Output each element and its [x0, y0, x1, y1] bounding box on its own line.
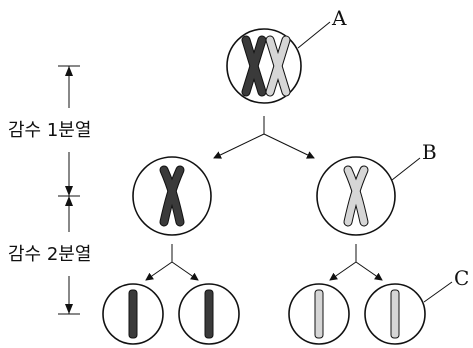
cell-left — [132, 156, 212, 236]
daughter-cell-1 — [102, 283, 164, 345]
label-c: C — [454, 266, 470, 290]
label-a-pointer — [297, 21, 331, 49]
label-a: A — [332, 6, 347, 30]
label-b: B — [422, 140, 437, 164]
chromosome-light-icon — [265, 35, 291, 97]
chromosome-dark-icon — [159, 165, 185, 227]
split-arrows-meiosis1 — [213, 116, 315, 159]
chromosome-dark-icon — [241, 35, 267, 97]
stage-label-meiosis2: 감수 2분열 — [8, 244, 92, 265]
label-b-pointer — [391, 157, 421, 181]
stage-label-meiosis1: 감수 1분열 — [8, 120, 92, 141]
daughter-cell-4 — [364, 283, 426, 345]
daughter-cell-3 — [288, 283, 350, 345]
label-c-pointer — [423, 281, 453, 303]
cell-a — [226, 28, 302, 104]
cell-b — [316, 156, 396, 236]
chromatid-dark-icon — [204, 289, 214, 339]
chromatid-dark-icon — [128, 289, 138, 339]
daughter-cell-2 — [178, 283, 240, 345]
chromosome-light-icon — [343, 165, 369, 227]
bracket-arrowheads — [65, 66, 73, 314]
split-arrows-meiosis2-right — [329, 244, 383, 281]
chromatid-light-icon — [314, 289, 324, 339]
split-arrows-meiosis2-left — [145, 244, 199, 281]
chromatid-light-icon — [390, 289, 400, 339]
